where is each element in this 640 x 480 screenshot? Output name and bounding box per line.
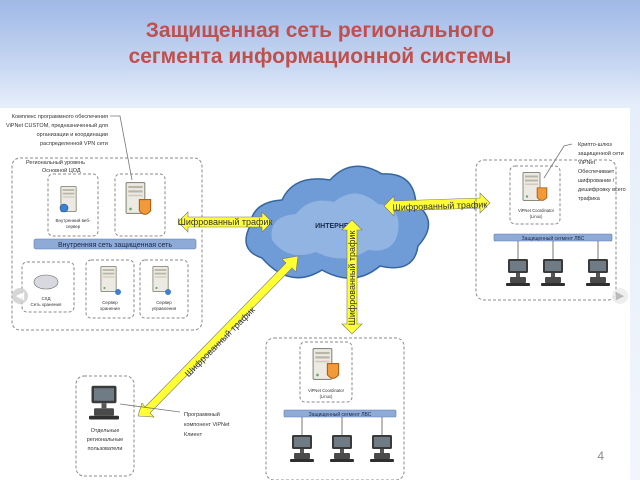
vpn-software-callout: Комплекс программного обеспечения ViPNet…	[6, 114, 133, 181]
crypto-callout-line: защищенной сети	[578, 150, 624, 157]
page-number: 4	[597, 449, 604, 463]
right-coordinator-box	[509, 165, 561, 225]
remote-users-label: пользователи	[88, 446, 123, 452]
crypto-gateway-callout: Крипто-шлюз защищенной сети ViPNet Обесп…	[543, 142, 626, 202]
crypto-callout-line: трафика	[578, 196, 601, 202]
bottom-segment-bar	[283, 409, 397, 418]
vpn-callout-line: ViPNet CUSTOM, предназначенный для	[6, 122, 108, 129]
storage-label: Сеть хранения	[31, 302, 63, 307]
computer-icon	[290, 435, 314, 462]
prev-slide-button[interactable]: ◀	[12, 288, 28, 304]
storage-server-label: Сервер	[102, 300, 118, 305]
client-callout-leader	[119, 403, 181, 413]
storage-label: СХД	[41, 296, 50, 301]
laptop-icon	[89, 385, 119, 420]
web-server-box	[47, 173, 99, 237]
traffic-arrow-right: Шифрованный трафик	[383, 192, 491, 217]
storage-server-box	[85, 259, 135, 319]
vipnet-client-callout: Программный компонент ViPNet Клиент	[119, 403, 230, 438]
vpn-callout-leader	[110, 115, 133, 181]
storage-server-label: хранения	[100, 306, 120, 311]
title-line-1: Защищенная сеть регионального	[145, 19, 495, 42]
bottom-segment-label: Защищенный сегмент ЛВС	[309, 411, 372, 418]
remote-users-label: Отдельные	[91, 428, 120, 434]
traffic-label: Шифрованный трафик	[178, 217, 273, 227]
remote-users-label: региональные	[87, 437, 123, 443]
right-coordinator-label: (Linux)	[530, 214, 543, 219]
client-callout-line: Программный	[184, 411, 220, 418]
vpn-callout-line: распределенной VPN сети	[40, 140, 108, 147]
client-callout-line: Клиент	[184, 432, 203, 438]
traffic-arrow-left: Шифрованный трафик	[177, 211, 273, 233]
mgmt-server-label: Сервер	[156, 300, 172, 305]
mgmt-server-box	[139, 259, 189, 319]
computer-icon	[330, 435, 354, 462]
right-segment-label: Защищенный сегмент ЛВС	[522, 235, 585, 242]
mgmt-server-label: управления	[152, 306, 177, 311]
web-server-label: сервер	[66, 224, 81, 229]
remote-users-zone	[75, 375, 135, 477]
right-coordinator-label: ViPNet Coordinator	[518, 208, 555, 213]
shield-icon	[138, 199, 152, 215]
vpn-callout-line: организации и координации	[37, 132, 108, 138]
traffic-arrow-vertical: Шифрованный трафик	[341, 219, 363, 335]
storage-icon	[33, 274, 59, 290]
crypto-callout-line: Обеспечивает	[578, 169, 615, 175]
mgmt-badge-icon	[165, 289, 171, 295]
storage-server-icon	[100, 265, 117, 293]
vpn-callout-line: Комплекс программного обеспечения	[12, 114, 108, 120]
zone-label-line: Основной ЦОД	[42, 167, 81, 174]
bottom-coordinator-label: ViPNet Coordinator	[308, 388, 345, 393]
computer-icon	[586, 259, 610, 286]
storage-badge-icon	[115, 289, 121, 295]
internal-network-bar	[33, 238, 197, 250]
computer-icon	[370, 435, 394, 462]
bottom-shield-icon	[326, 363, 340, 379]
traffic-label: Шифрованный трафик	[347, 231, 357, 326]
internet-label: ИНТЕРНЕТ	[315, 223, 353, 230]
zone-label-line: Региональный уровень	[26, 159, 85, 166]
traffic-label: Шифрованный трафик	[392, 199, 487, 212]
internal-network-label: Внутренняя сеть защищенная сеть	[58, 242, 172, 249]
bottom-coordinator-label: (Linux)	[320, 394, 333, 399]
crypto-callout-leader	[543, 143, 573, 179]
computer-icon	[506, 259, 530, 286]
right-branch-zone	[475, 159, 617, 301]
mgmt-server-icon	[152, 265, 169, 293]
bottom-coordinator-box	[299, 341, 353, 403]
client-callout-line: компонент ViPNet	[184, 422, 230, 428]
vpn-server-box	[114, 173, 166, 237]
next-slide-button[interactable]: ▶	[612, 288, 628, 304]
internet-cloud: ИНТЕРНЕТ	[245, 165, 430, 279]
web-server-label: Внутренний веб-	[56, 217, 91, 223]
slide-title: Защищенная сеть регионального сегмента и…	[0, 18, 640, 70]
right-shield-icon	[536, 187, 548, 201]
traffic-label: Шифрованный трафик	[183, 305, 257, 379]
storage-box	[21, 261, 75, 313]
crypto-callout-line: дешифровку всего	[578, 187, 626, 193]
crypto-callout-line: ViPNet	[578, 160, 595, 166]
crypto-callout-line: Крипто-шлюз	[578, 142, 612, 148]
title-line-2: сегмента информационной системы	[128, 45, 512, 68]
central-office-zone	[11, 157, 203, 331]
bottom-branch-zone	[265, 337, 405, 480]
globe-icon	[59, 203, 69, 213]
crypto-callout-line: шифрование /	[578, 178, 615, 184]
computer-icon	[541, 259, 565, 286]
